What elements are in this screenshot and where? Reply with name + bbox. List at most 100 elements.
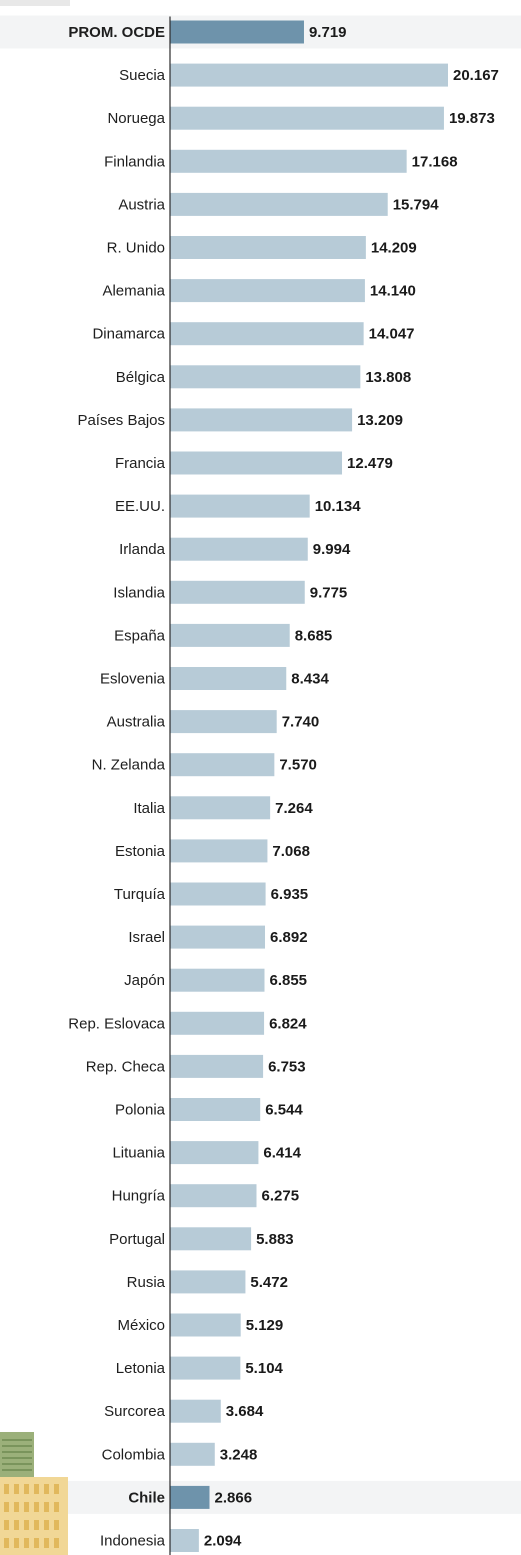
category-label: Suecia [119,67,166,84]
category-label: Rep. Eslovaca [68,1015,165,1032]
category-label: Colombia [102,1446,166,1463]
category-label: PROM. OCDE [68,24,165,41]
category-label: Indonesia [100,1533,166,1550]
value-label: 6.855 [269,972,307,989]
category-label: EE.UU. [115,498,165,515]
bar-lituania [170,1141,259,1165]
value-label: 12.479 [347,455,393,472]
category-label: Rep. Checa [86,1058,166,1075]
bar-rusia [170,1270,246,1294]
value-label: 5.883 [256,1231,294,1248]
bar-chile [170,1485,210,1509]
bar-polonia [170,1098,261,1121]
category-label: N. Zelanda [92,757,166,774]
bar-b-lgica [170,365,361,389]
category-label: Israel [128,929,165,946]
bar-hungr-a [170,1184,257,1208]
value-label: 19.873 [449,110,495,127]
bar-pa-ses-bajos [170,408,353,432]
category-label: Islandia [113,584,165,601]
top-decoration-strip [0,0,70,6]
category-label: Austria [118,196,165,213]
value-label: 13.209 [357,412,403,429]
value-label: 9.719 [309,24,347,41]
category-label: Eslovenia [100,671,166,688]
category-label: Bélgica [116,369,166,386]
value-label: 14.047 [369,326,415,343]
bar-surcorea [170,1399,221,1423]
bar-turqu-a [170,882,266,906]
bar-rep-eslovaca [170,1011,265,1035]
value-label: 2.094 [204,1533,242,1550]
bar-irlanda [170,537,308,561]
building-illustration [0,1432,68,1555]
category-label: Noruega [107,110,165,127]
bar-australia [170,710,277,734]
category-label: Irlanda [119,541,166,558]
category-label: Portugal [109,1231,165,1248]
category-label: Letonia [116,1360,166,1377]
bar-espa-a [170,623,290,647]
category-label: Francia [115,455,166,472]
bar-letonia [170,1356,241,1380]
bar-noruega [170,106,444,130]
bar-indonesia [170,1529,199,1552]
bar-francia [170,451,343,475]
category-label: Surcorea [104,1403,166,1420]
bar-ee-uu [170,494,310,518]
bar-islandia [170,580,305,604]
value-label: 7.068 [272,843,310,860]
bar-suecia [170,63,448,87]
value-label: 20.167 [453,67,499,84]
value-label: 6.414 [263,1145,301,1162]
value-label: 3.248 [220,1446,258,1463]
value-label: 8.434 [291,671,329,688]
value-label: 8.685 [295,627,333,644]
value-label: 6.935 [271,886,309,903]
value-label: 6.753 [268,1058,306,1075]
bar-m-xico [170,1313,241,1337]
value-label: 14.209 [371,240,417,257]
bar-austria [170,192,388,216]
category-label: Italia [133,800,165,817]
category-label: Turquía [114,886,166,903]
bar-r-unido [170,236,366,259]
highlight-row-bg-chile [0,1480,521,1514]
bar-italia [170,796,271,820]
category-label: Lituania [112,1145,165,1162]
category-label: Japón [124,972,165,989]
bar-eslovenia [170,667,287,690]
category-label: Rusia [127,1274,166,1291]
value-label: 9.775 [310,584,348,601]
category-label: Estonia [115,843,166,860]
category-label: Países Bajos [77,412,165,429]
bar-dinamarca [170,322,364,346]
category-label: Finlandia [104,153,166,170]
category-label: México [117,1317,165,1334]
bar-portugal [170,1227,252,1251]
value-label: 3.684 [226,1403,264,1420]
bar-estonia [170,839,268,863]
value-label: 5.472 [250,1274,288,1291]
value-label: 17.168 [412,153,458,170]
category-label: España [114,627,166,644]
bar-rep-checa [170,1054,264,1078]
value-label: 7.740 [282,714,320,731]
value-label: 7.264 [275,800,313,817]
bar-alemania [170,279,365,303]
category-label: Australia [107,714,166,731]
value-label: 6.275 [262,1188,300,1205]
value-label: 6.544 [265,1102,303,1119]
category-label: Polonia [115,1102,166,1119]
category-label: Alemania [102,283,165,300]
category-label: Dinamarca [92,326,165,343]
category-label: Hungría [112,1188,166,1205]
value-label: 7.570 [279,757,317,774]
bar-colombia [170,1442,215,1466]
bar-israel [170,925,266,949]
value-label: 9.994 [313,541,351,558]
value-label: 15.794 [393,196,440,213]
value-label: 14.140 [370,283,416,300]
value-label: 6.824 [269,1015,307,1032]
